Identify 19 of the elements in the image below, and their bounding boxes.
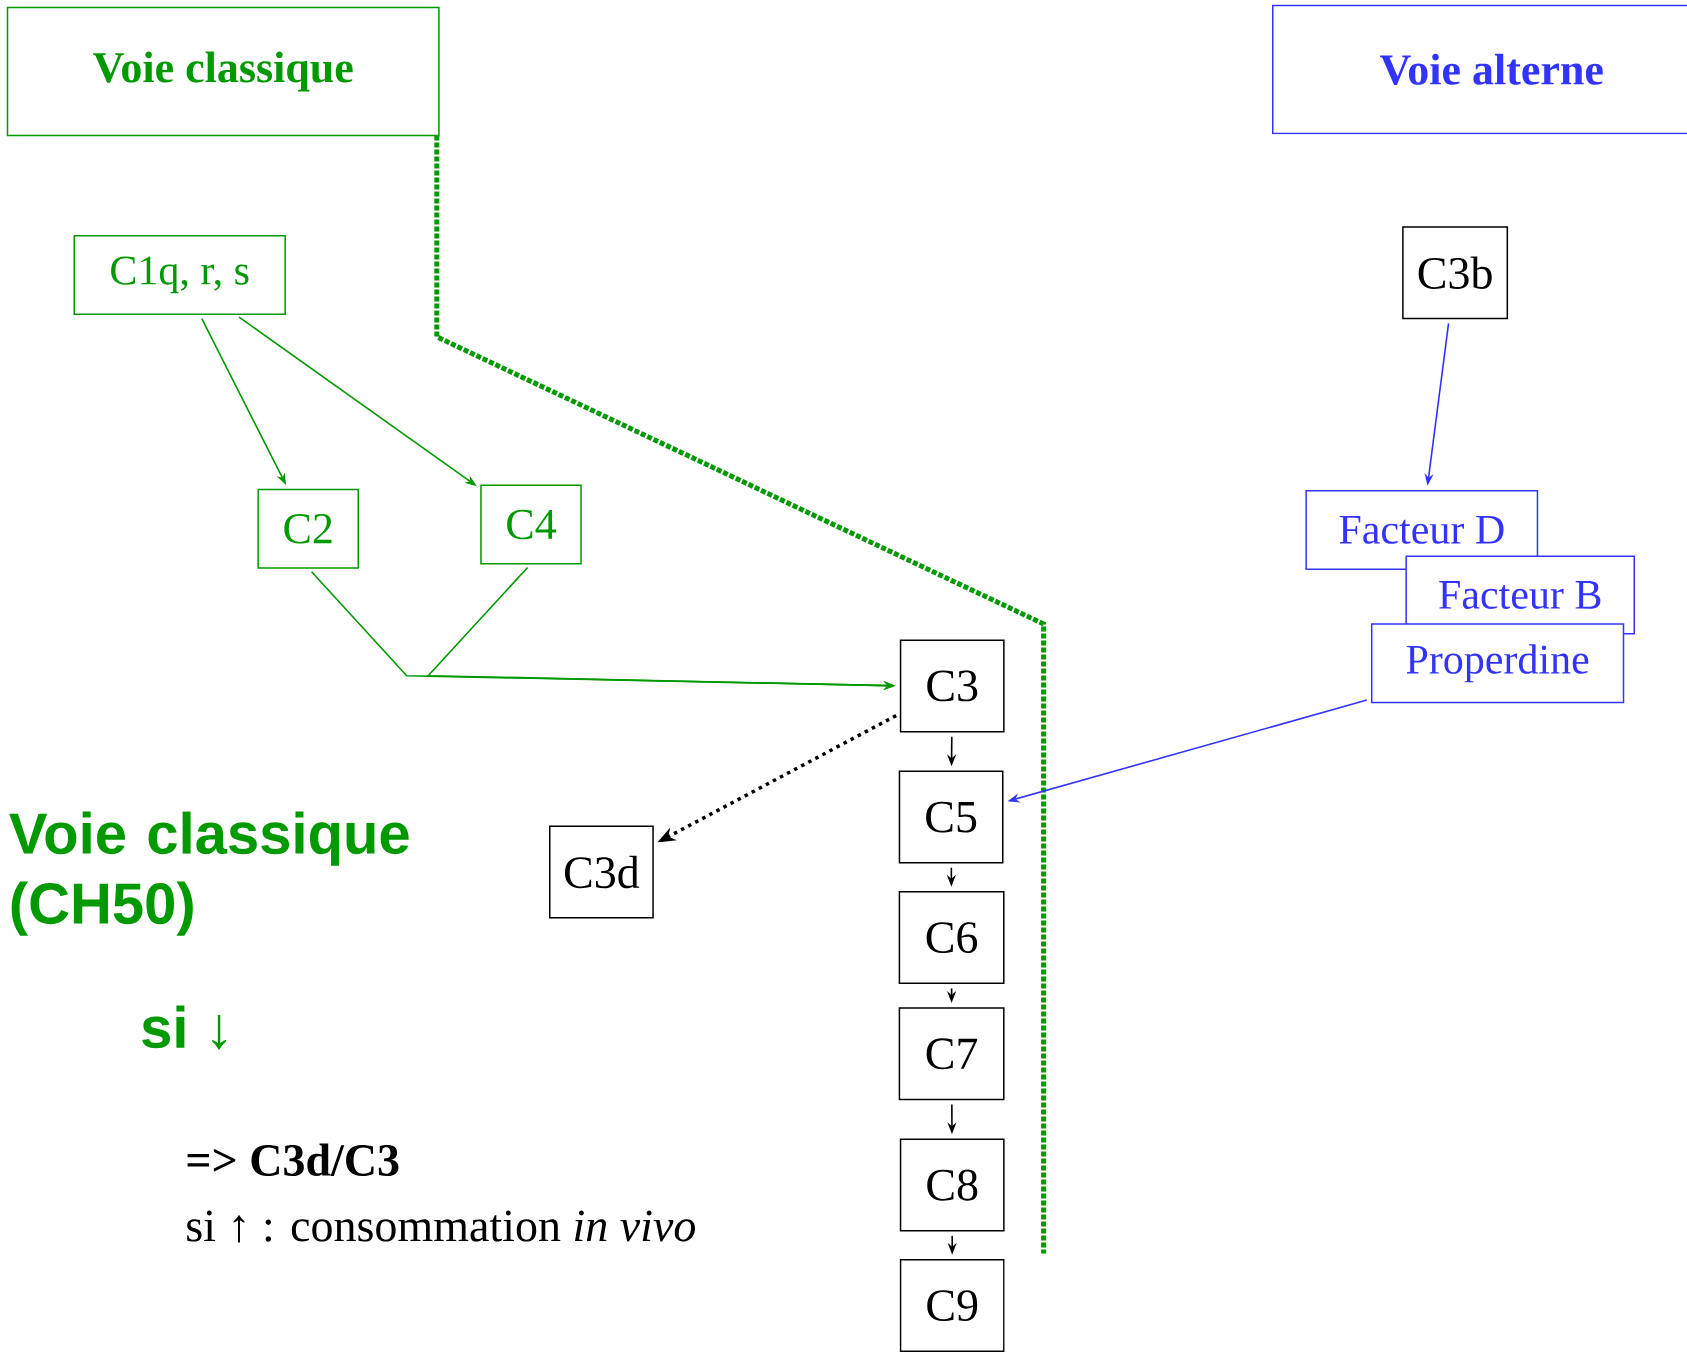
component-box: C5 <box>898 770 1004 864</box>
note-text: si ↓ <box>142 1005 226 1050</box>
component-box: C8 <box>899 1138 1005 1232</box>
component-box: C3 <box>899 639 1005 733</box>
component-box: C7 <box>898 1007 1005 1101</box>
component-box: Properdine <box>1370 623 1625 704</box>
component-box: C2 <box>257 488 359 569</box>
component-box: Facteur D <box>1305 489 1539 570</box>
component-box: C3b <box>1402 226 1509 320</box>
heading-box: Voie classique <box>6 6 440 137</box>
component-box: C4 <box>480 484 582 565</box>
component-box: C3d <box>549 825 654 919</box>
component-box: C1q, r, s <box>73 234 286 315</box>
component-box: C6 <box>898 891 1005 985</box>
note-text: => C3d/C3 <box>187 1143 399 1176</box>
component-box: C9 <box>899 1259 1005 1352</box>
note-text: Voie classique (CH50) <box>9 811 409 936</box>
heading-box: Voie alterne <box>1272 4 1687 135</box>
note-text: si ↑ : consommation in vivo <box>187 1210 695 1243</box>
